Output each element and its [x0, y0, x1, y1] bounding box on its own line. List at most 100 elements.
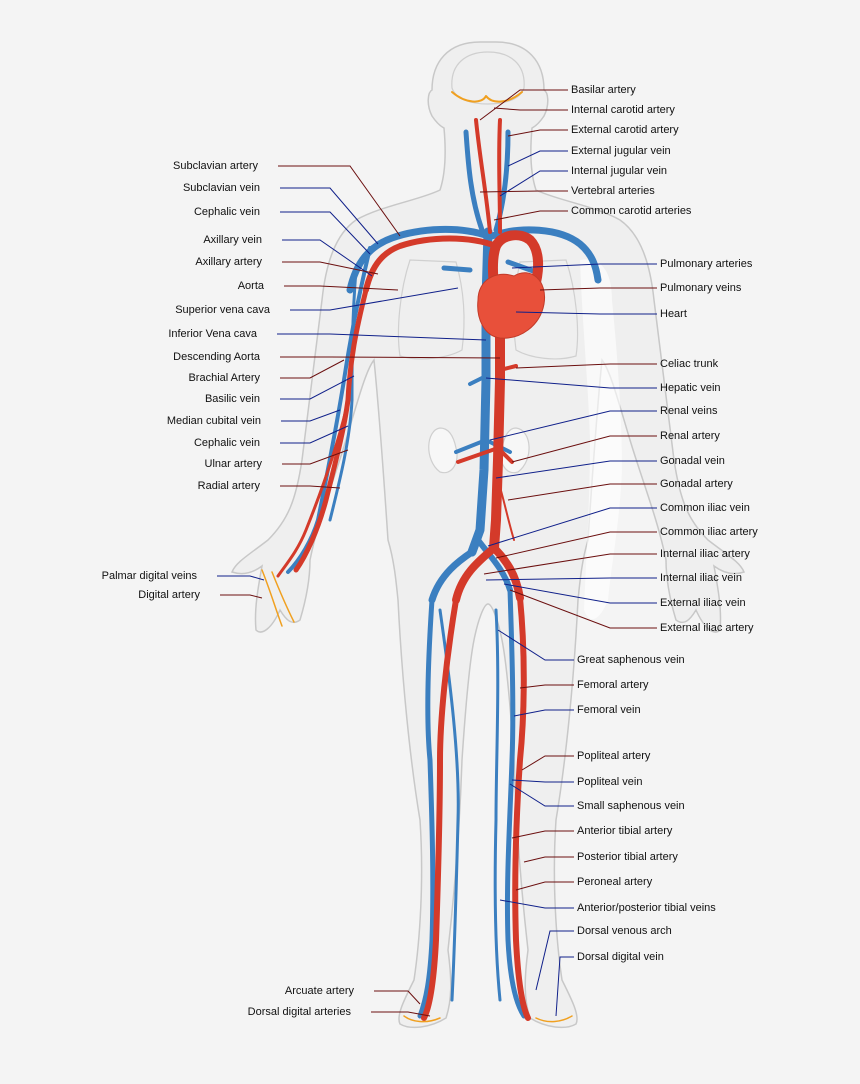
leader-left-14: [280, 485, 341, 489]
label-inferior-vena-cava: Inferior Vena cava: [168, 328, 257, 340]
leader-right-11: [485, 377, 657, 389]
leader-right-18: [483, 553, 657, 575]
saphenous-vein-l: [493, 608, 502, 1002]
leader-left-7: [277, 333, 487, 341]
leader-left-3: [282, 239, 373, 277]
leader-left-16: [220, 594, 263, 599]
leader-right-5: [479, 190, 568, 193]
ulnar-artery-r: [276, 408, 348, 578]
brain-vessels: [451, 91, 523, 103]
vessel-network: [261, 91, 602, 1023]
pulmonary-art-l: [505, 259, 539, 275]
label-cephalic-vein-upper: Cephalic vein: [193, 206, 260, 218]
leader-right-22: [497, 629, 574, 661]
leader-right-32: [535, 930, 574, 991]
leader-right-24: [513, 709, 574, 717]
label-dorsal-digital-arteries: Dorsal digital arteries: [247, 1006, 351, 1018]
leader-right-4: [499, 170, 568, 197]
leader-left-17: [374, 990, 421, 1005]
label-basilic-vein: Basilic vein: [204, 393, 260, 405]
leader-right-23: [519, 684, 574, 689]
leader-right-25: [521, 755, 574, 771]
hand-vessels: [261, 569, 295, 627]
label-internal-iliac-artery: Internal iliac artery: [660, 548, 750, 560]
hepatic-vein: [468, 374, 488, 386]
subclavian-artery-r: [363, 235, 499, 293]
leader-right-28: [511, 830, 574, 839]
leader-left-9: [280, 359, 345, 379]
label-common-iliac-artery: Common iliac artery: [660, 526, 758, 538]
label-dorsal-digital-vein: Dorsal digital vein: [577, 951, 664, 963]
leader-left-1: [280, 187, 379, 245]
label-superior-vena-cava: Superior vena cava: [175, 304, 270, 316]
celiac-trunk: [498, 364, 518, 372]
label-internal-jugular-vein: Internal jugular vein: [571, 165, 668, 177]
leader-left-11: [281, 409, 341, 422]
label-brachial-artery: Brachial Artery: [188, 372, 260, 384]
label-hepatic-vein: Hepatic vein: [660, 382, 721, 394]
kidney-left: [500, 427, 530, 474]
leader-right-16: [487, 507, 657, 547]
kidney-right: [428, 427, 458, 474]
label-aorta: Aorta: [237, 280, 264, 292]
label-peroneal-artery: Peroneal artery: [577, 876, 653, 888]
leader-right-30: [515, 881, 574, 891]
label-common-carotid-arteries: Common carotid arteries: [571, 205, 692, 217]
saphenous-vein-r: [438, 608, 460, 1002]
leader-left-18: [371, 1011, 431, 1017]
label-axillary-artery: Axillary artery: [195, 256, 262, 268]
leader-left-12: [280, 425, 349, 444]
label-descending-aorta: Descending Aorta: [173, 351, 260, 363]
leader-left-4: [282, 261, 379, 275]
leader-right-14: [495, 460, 657, 479]
common-iliac-vein: [428, 548, 476, 604]
leader-right-3: [507, 150, 568, 167]
leader-right-2: [507, 129, 568, 137]
label-arcuate-artery: Arcuate artery: [284, 985, 354, 997]
label-heart: Heart: [660, 308, 687, 320]
heart-organ: [477, 272, 546, 339]
leader-right-19: [485, 577, 657, 581]
label-external-iliac-artery: External iliac artery: [660, 622, 754, 634]
brachial-artery-r: [293, 287, 369, 573]
label-external-jugular-vein: External jugular vein: [571, 145, 671, 157]
label-celiac-trunk: Celiac trunk: [660, 358, 719, 370]
raised-arm-ghost: [580, 259, 622, 620]
label-tibial-veins: Anterior/posterior tibial veins: [577, 902, 716, 914]
label-subclavian-artery: Subclavian artery: [173, 160, 258, 172]
label-popliteal-artery: Popliteal artery: [577, 750, 651, 762]
foot-vessels-l: [535, 1015, 573, 1023]
label-median-cubital-vein: Median cubital vein: [166, 415, 261, 427]
label-femoral-vein: Femoral vein: [577, 704, 641, 716]
label-internal-iliac-vein: Internal iliac vein: [660, 572, 742, 584]
leader-right-27: [509, 783, 574, 807]
leader-right-17: [495, 531, 657, 559]
leader-lines: [217, 89, 657, 1017]
leader-right-20: [503, 583, 657, 604]
descending-aorta: [489, 295, 505, 553]
renal-vein-r: [454, 438, 488, 454]
femoral-vein-r: [417, 597, 436, 1019]
renal-artery-l: [496, 446, 514, 464]
leader-right-0: [479, 89, 568, 121]
leader-right-1: [493, 107, 568, 111]
leader-left-10: [280, 375, 355, 400]
leader-right-15: [507, 483, 657, 501]
foot-vessels-r: [403, 1015, 441, 1023]
label-internal-carotid-artery: Internal carotid artery: [571, 104, 675, 116]
leader-left-13: [282, 449, 349, 465]
label-great-saphenous-vein: Great saphenous vein: [577, 654, 685, 666]
label-posterior-tibial-artery: Posterior tibial artery: [577, 851, 678, 863]
leader-right-7: [511, 263, 657, 269]
leader-right-31: [499, 899, 574, 909]
label-dorsal-venous-arch: Dorsal venous arch: [577, 925, 672, 937]
common-carotid-r: [474, 118, 492, 234]
common-iliac-artery-r: [452, 544, 498, 604]
label-subclavian-vein: Subclavian vein: [182, 182, 260, 194]
leader-right-13: [511, 435, 657, 463]
gonadal-artery: [497, 479, 515, 541]
label-common-iliac-vein: Common iliac vein: [660, 502, 750, 514]
leader-right-29: [523, 856, 574, 863]
leader-right-10: [515, 363, 657, 369]
label-femoral-artery: Femoral artery: [577, 679, 649, 691]
